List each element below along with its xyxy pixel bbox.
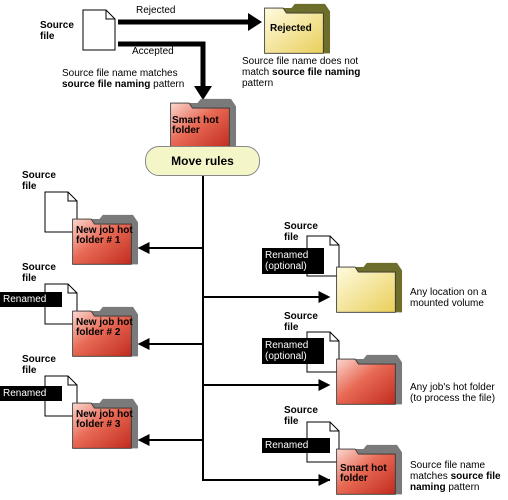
right-3-caption: Source file name matches source file nam… xyxy=(410,460,501,493)
right-1-caption: Any location on a mounted volume xyxy=(410,287,487,309)
left-3-renamed-badge: Renamed xyxy=(0,386,62,401)
left-1-folder-label: New job hot folder # 1 xyxy=(76,225,133,246)
accepted-arrow-label: Accepted xyxy=(132,46,174,57)
accepted-note: Source file name matches source file nam… xyxy=(62,68,185,90)
right-3-renamed-badge: Renamed xyxy=(262,438,330,453)
rejected-arrow-label: Rejected xyxy=(136,5,176,16)
right-1-source-label: Source file xyxy=(284,221,318,243)
left-1-source-label: Source file xyxy=(22,170,56,192)
rejected-folder-label: Rejected xyxy=(270,23,312,34)
right-2-folder-icon xyxy=(336,354,403,405)
left-2-renamed-badge: Renamed xyxy=(0,292,62,307)
move-rules-box: Move rules xyxy=(145,146,260,176)
right-2-source-label: Source file xyxy=(284,311,318,333)
accepted-arrowhead xyxy=(194,86,212,100)
right-2-renamed-badge: Renamed (optional) xyxy=(262,338,324,364)
right-3-source-label: Source file xyxy=(284,405,318,427)
source-file-doc-icon xyxy=(82,9,116,51)
smart-hot-folder-label: Smart hot folder xyxy=(172,115,219,136)
accepted-arrow-line xyxy=(118,41,206,86)
left-2-folder-label: New job hot folder # 2 xyxy=(76,317,133,338)
top-source-file-label: Source file xyxy=(40,20,74,42)
right-1-renamed-badge: Renamed (optional) xyxy=(262,248,324,274)
left-2-source-label: Source file xyxy=(22,262,56,284)
right-2-caption: Any job's hot folder (to process the fil… xyxy=(410,382,496,404)
right-1-folder-icon xyxy=(336,262,403,313)
rejected-note: Source file name does not match source f… xyxy=(242,56,361,89)
left-3-folder-label: New job hot folder # 3 xyxy=(76,409,133,430)
rejected-arrowhead xyxy=(248,13,262,31)
left-3-source-label: Source file xyxy=(22,354,56,376)
right-3-folder-label: Smart hot folder xyxy=(340,463,387,484)
